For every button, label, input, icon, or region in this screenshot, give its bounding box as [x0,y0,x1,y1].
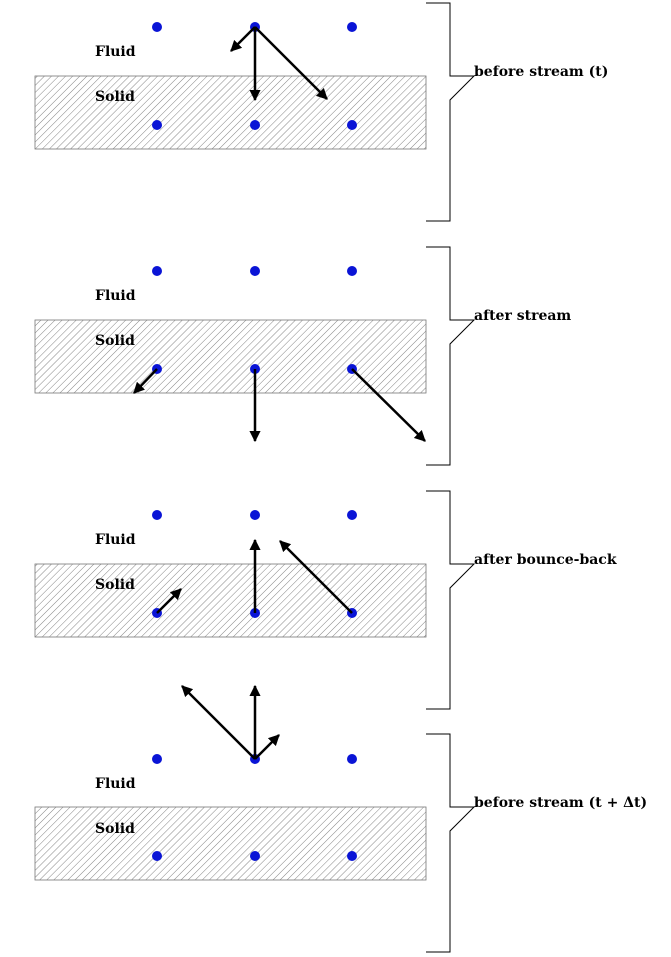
fluid-label: Fluid [95,288,136,304]
panel-after-bounce-back: Fluid Solid after bounce-back [34,490,617,710]
fluid-node [347,754,357,764]
fluid-node [152,510,162,520]
fluid-label: Fluid [95,532,136,548]
stage-bracket [426,733,476,953]
solid-label: Solid [95,333,135,349]
stage-label: before stream (t) [474,64,608,80]
velocity-arrow [254,26,328,100]
solid-region [34,806,427,881]
solid-region [34,563,427,638]
solid-node [152,120,162,130]
fluid-node [250,510,260,520]
stage-label: after stream [474,308,571,324]
stage-label: after bounce-back [474,552,617,568]
solid-label: Solid [95,821,135,837]
stage-bracket [426,490,476,710]
fluid-node [152,266,162,276]
stage-bracket [426,246,476,466]
velocity-arrow [181,685,256,760]
fluid-label: Fluid [95,44,136,60]
panel-before-stream-next: Fluid Solid before stream (t + Δt) [34,684,647,953]
fluid-node [347,510,357,520]
fluid-node [347,22,357,32]
fluid-node [347,266,357,276]
solid-node [347,851,357,861]
fluid-node [152,754,162,764]
velocity-arrow [279,540,353,614]
solid-node [347,120,357,130]
solid-node [250,851,260,861]
velocity-arrow [254,734,280,760]
solid-node [250,120,260,130]
solid-node [152,851,162,861]
velocity-arrow [156,588,182,614]
solid-region [34,75,427,150]
solid-label: Solid [95,89,135,105]
velocity-arrow [230,26,256,52]
stage-bracket [426,2,476,222]
fluid-node [250,266,260,276]
solid-region [34,319,427,394]
panel-after-stream: Fluid Solid after stream [34,246,571,466]
fluid-label: Fluid [95,776,136,792]
solid-label: Solid [95,577,135,593]
stage-label: before stream (t + Δt) [474,795,647,811]
fluid-node [152,22,162,32]
velocity-arrow [133,368,158,394]
panel-before-stream: Fluid Solid before stream (t) [34,2,608,222]
velocity-arrow [351,368,426,442]
